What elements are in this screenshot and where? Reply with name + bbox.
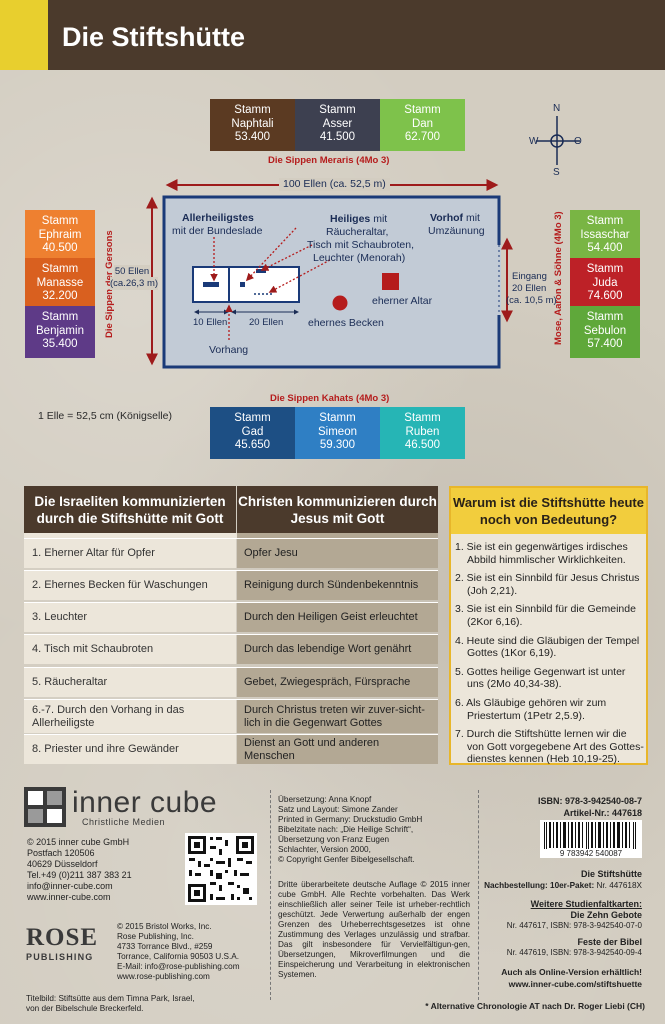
- list-item: 1. Sie ist ein gegenwärtiges irdisches A…: [455, 541, 628, 566]
- list-item: 2. Sie ist ein Sinnbild für Jesus Christ…: [455, 572, 640, 597]
- feste-nr: Nr. 447619, ISBN: 978-3-942540-09-4: [506, 948, 642, 957]
- meraris-label: Die Sippen Meraris (4Mo 3): [268, 155, 390, 166]
- compass-n: N: [553, 103, 561, 114]
- heiliges-label-3: Tisch mit Schaubroten,: [307, 239, 414, 251]
- compass-s: S: [553, 167, 560, 178]
- compass-w: W: [529, 136, 539, 147]
- significance-title: Warum ist die Stiftshütte heute noch von…: [451, 488, 646, 534]
- list-item: 6. Als Gläubige gehören wir zum Priester…: [455, 696, 607, 722]
- barcode-number: 9 783942 540087: [540, 849, 642, 858]
- entrance-label-3: (ca. 10,5 m): [506, 295, 557, 306]
- ellen-10-label: 10 Ellen: [193, 317, 228, 328]
- gebote-nr: Nr. 447617, ISBN: 978-3-942540-07-0: [506, 921, 642, 930]
- elle-note: 1 Elle = 52,5 cm (Königselle): [38, 410, 172, 422]
- entrance-label-2: 20 Ellen: [512, 283, 547, 294]
- altar-label: eherner Altar: [372, 295, 433, 307]
- legal-text: Dritte überarbeitete deutsche Auflage © …: [278, 880, 470, 979]
- mose-label: Mose, Aaron & Söhne (4Mo 3): [553, 211, 564, 345]
- heiliges-label-4: Leuchter (Menorah): [313, 252, 406, 264]
- publisher-info: © 2015 inner cube GmbH Postfach 120506 4…: [27, 837, 132, 902]
- website-link[interactable]: www.inner-cube.com: [27, 892, 111, 902]
- email-link[interactable]: info@inner-cube.com: [27, 881, 113, 891]
- entrance-label-1: Eingang: [512, 271, 547, 282]
- height-label-1: 50 Ellen: [114, 265, 150, 278]
- table-head-left: Die Israeliten kommunizierten durch die …: [24, 486, 236, 533]
- qr-code-icon[interactable]: [185, 833, 257, 905]
- page-title: Die Stiftshütte: [62, 22, 246, 52]
- kahats-label: Die Sippen Kahats (4Mo 3): [270, 393, 390, 404]
- nachbestellung: Nachbestellung: 10er-Paket: Nr. 447618X: [484, 881, 642, 890]
- isbn: ISBN: 978-3-942540-08-7: [537, 796, 642, 806]
- rose-logo: ROSE: [26, 924, 99, 951]
- credits: Übersetzung: Anna Knopf Satz und Layout:…: [278, 795, 423, 864]
- list-item: 4. Heute sind die Gläubigen der Tempel G…: [455, 634, 640, 660]
- list-item: 5. Gottes heilige Gegenwart ist unter un…: [455, 665, 626, 691]
- inner-cube-logo-icon: [24, 787, 66, 827]
- artikel-nr: Artikel-Nr.: 447618: [563, 808, 642, 818]
- chronologie-note: * Alternative Chronologie AT nach Dr. Ro…: [425, 1001, 645, 1011]
- allerheiligstes-label: Allerheiligstes: [182, 212, 254, 224]
- bronze-altar-icon: [382, 273, 399, 290]
- brand-name: inner cube: [72, 786, 218, 819]
- table-head-right: Christen kommunizieren durch Jesus mit G…: [237, 486, 438, 533]
- bronze-basin-icon: [332, 295, 348, 311]
- significance-list: 1. Sie ist ein gegenwärtiges irdisches A…: [455, 541, 645, 772]
- width-label: 100 Ellen (ca. 52,5 m): [279, 178, 390, 191]
- brand-sub: Christliche Medien: [82, 817, 166, 827]
- online-note: Auch als Online-Version erhältlich!: [501, 967, 642, 977]
- online-url-link[interactable]: www.inner-cube.com/stiftshuette: [508, 979, 642, 989]
- weitere-label: Weitere Studienfaltkarten:: [530, 899, 642, 909]
- product-title: Die Stiftshütte: [580, 869, 642, 879]
- compass-icon: [536, 116, 580, 165]
- rose-info: © 2015 Bristol Works, Inc. Rose Publishi…: [117, 922, 240, 981]
- list-item: 7. Durch die Stiftshütte lernen wir die …: [455, 728, 644, 766]
- vorhof-label: Vorhof mit: [430, 212, 480, 224]
- heiliges-label: Heiliges mit: [330, 213, 388, 225]
- height-label-2: (ca.26,3 m): [110, 277, 159, 290]
- header-bar: [48, 0, 665, 70]
- ellen-20-label: 20 Ellen: [249, 317, 284, 328]
- header-accent: [0, 0, 48, 70]
- menorah-icon: [254, 293, 272, 295]
- heiliges-label-2: Räucheraltar,: [326, 226, 389, 238]
- bundeslade-label: mit der Bundeslade: [172, 225, 263, 237]
- compass-o: O: [574, 136, 582, 147]
- incense-altar-icon: [240, 282, 245, 287]
- vorhof-label-2: Umzäunung: [428, 225, 485, 237]
- vorhang-label: Vorhang: [209, 344, 249, 356]
- rose-logo-sub: PUBLISHING: [26, 952, 94, 962]
- ark-icon: [203, 282, 219, 287]
- gebote-title: Die Zehn Gebote: [570, 910, 642, 920]
- table-row: 6.-7. Durch den Vorhang in das Allerheil…: [24, 699, 438, 733]
- feste-title: Feste der Bibel: [577, 937, 642, 947]
- list-item: 3. Sie ist ein Sinnbild für die Gemeinde…: [455, 603, 636, 628]
- table-icon: [256, 269, 266, 273]
- titlebild-note: Titelbild: Stiftsütte aus dem Timna Park…: [26, 994, 195, 1013]
- basin-label: ehernes Becken: [308, 317, 384, 329]
